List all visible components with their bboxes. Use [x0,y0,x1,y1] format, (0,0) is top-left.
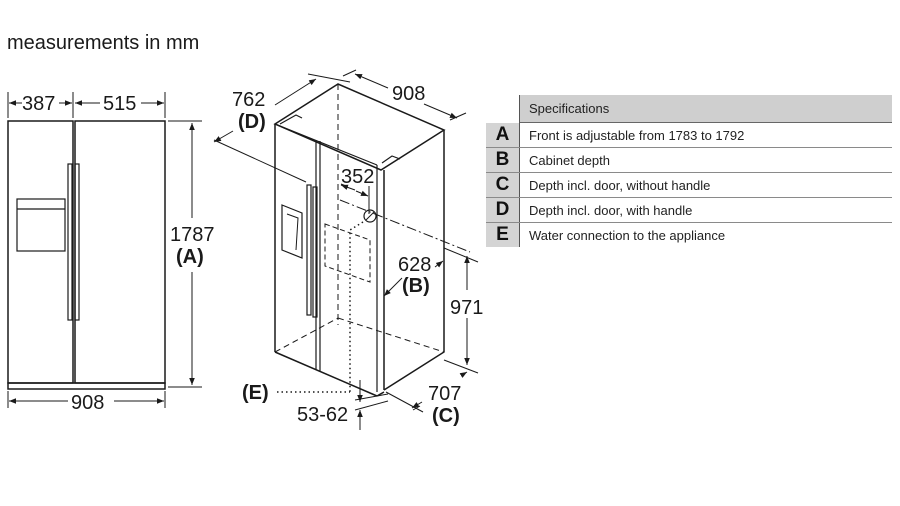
dim-depth-without-handle-key: (C) [432,405,460,427]
spec-description: Depth incl. door, without handle [519,172,892,198]
freezer-door [7,120,74,384]
dim-water-height: 971 [450,297,483,319]
spec-description: Water connection to the appliance [529,227,726,243]
dim-arrow-707-upper [459,371,468,379]
dim-arrow-762-bottom [213,130,234,143]
spec-header-row: Specifications [486,95,892,123]
hidden-recess [324,223,371,283]
center-line [339,199,471,253]
spec-row: D Depth incl. door, with handle [486,197,892,223]
spec-description: Front is adjustable from 1783 to 1792 [519,122,892,148]
freezer-handle [67,163,73,321]
dim-depth-with-handle-key: (D) [238,111,266,133]
dim-depth-with-handle: 762 [232,89,265,111]
fridge-door [74,120,166,384]
dim-cabinet-depth-key: (B) [402,275,430,297]
dim-feet-range: 53-62 [297,404,348,426]
dim-total-width: 908 [71,392,104,414]
iso-handle-left [306,184,312,316]
dim-arrow-908-right [423,103,458,119]
dim-arrow-628-upper [434,260,444,268]
dim-height-key: (A) [176,246,204,268]
dim-arrow-352-left [340,184,356,191]
base-plinth [7,382,166,390]
dim-height: 1787 [170,224,215,246]
spec-row: E Water connection to the appliance [486,222,892,247]
dim-width-right: 515 [103,93,136,115]
dim-width-top: 908 [392,83,425,105]
water-dispenser [16,198,66,252]
specifications-table: Specifications A Front is adjustable fro… [486,95,892,247]
spec-header: Specifications [519,95,892,123]
isometric-view [213,69,479,430]
spec-key: B [486,147,520,173]
dim-arrow-908-left [354,73,389,89]
dim-arrow-628-lower [383,277,403,297]
spec-description: Depth incl. door, with handle [519,197,892,223]
dim-depth-without-handle: 707 [428,383,461,405]
spec-row: C Depth incl. door, without handle [486,172,892,198]
dim-arrow-707-lower [411,401,423,409]
spec-key: E [486,222,520,247]
dim-water-offset: 352 [341,166,374,188]
dim-arrow-352-right [355,190,369,197]
spec-key: C [486,172,520,198]
iso-handle-right [312,186,318,318]
dim-width-left: 387 [22,93,55,115]
measurements-title: measurements in mm [7,32,200,54]
dim-cabinet-depth: 628 [398,254,431,276]
front-view [7,92,202,408]
spec-key: D [486,197,520,223]
spec-row: B Cabinet depth [486,147,892,173]
fridge-handle [74,163,80,321]
water-connection-symbol [363,209,377,223]
water-pipe [349,221,364,392]
iso-dispenser [281,204,303,259]
spec-description: Cabinet depth [519,147,892,173]
spec-row: A Front is adjustable from 1783 to 1792 [486,122,892,148]
spec-key: A [486,122,520,148]
dim-water-connection-key: (E) [242,382,269,404]
dim-arrow-762-top [274,78,317,106]
